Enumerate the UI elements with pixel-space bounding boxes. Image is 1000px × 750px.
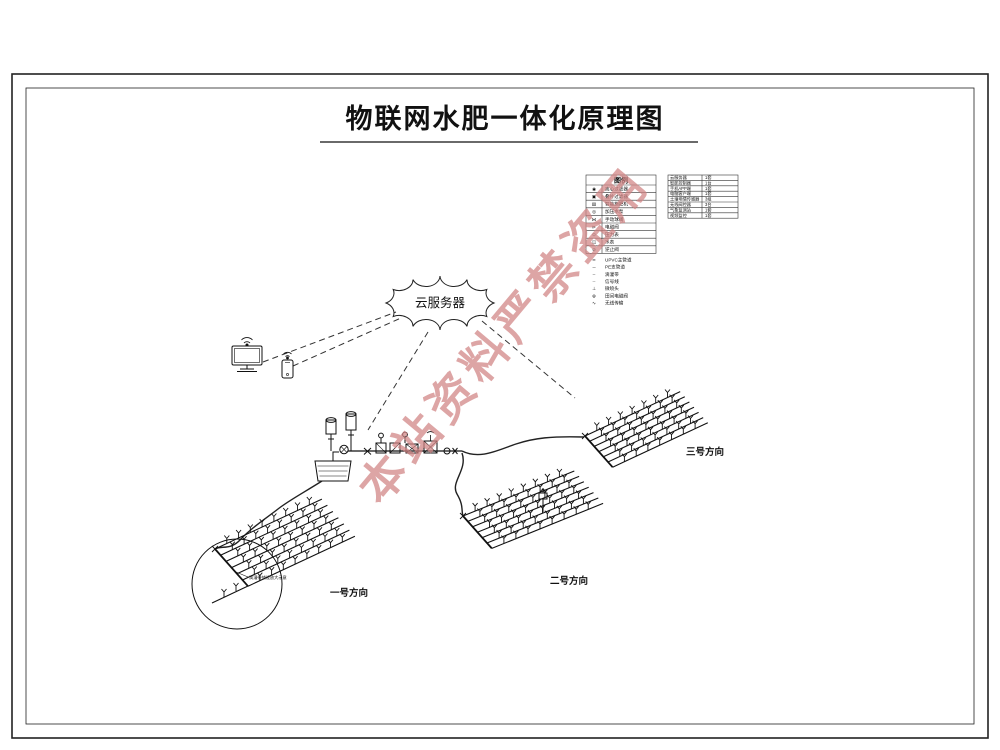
dashed-links: [262, 311, 576, 431]
legend-row-value: 1套: [705, 190, 712, 197]
legend-row-label: UPVC主管道: [605, 256, 632, 263]
pressure-gauge-icon: [378, 432, 384, 439]
cloud-label: 云服务器: [415, 295, 466, 310]
pump-icon: [339, 444, 349, 455]
phone-icon: [281, 351, 294, 379]
legend-row-label: 手动球阀: [605, 216, 624, 223]
legend-row-label: 视频监控: [670, 212, 688, 219]
legend-symbol: ─: [591, 265, 596, 270]
legend-row-label: PE支管道: [605, 264, 625, 271]
legend-row-label: 水表: [605, 239, 615, 246]
detail-note: 滴灌带铺设放大示意: [249, 574, 287, 581]
legend-symbol: ⊘: [592, 247, 596, 252]
monitor-icon: [231, 337, 263, 372]
field-label-3: 三号方向: [686, 446, 724, 458]
legend-symbol: ▤: [592, 202, 596, 207]
wifi-icon: [245, 343, 249, 347]
legend-row-label: 电磁阀: [605, 223, 619, 230]
legend-row-label: 离心过滤器: [605, 185, 628, 192]
legend-row-label: 微喷头: [605, 285, 619, 292]
legend-symbol: ∿: [592, 301, 596, 306]
legend-row-label: 加压水泵: [605, 208, 624, 215]
legend-row-label: 智能施肥机: [605, 201, 628, 208]
legend-row-label: 手机APP端: [670, 185, 691, 192]
legend-symbol: ⊳: [592, 224, 596, 229]
valve-icon: [363, 447, 372, 455]
drawing-title: 物联网水肥一体化原理图: [346, 104, 665, 134]
border-frame: [11, 73, 989, 739]
legend-symbol: ⊥: [592, 286, 596, 291]
legend-symbol: ⊕: [592, 293, 596, 298]
legend-symbol: ┈: [593, 279, 596, 284]
water-pool: [314, 460, 352, 482]
legend-row-value: 1套: [705, 174, 712, 181]
water-meter-icon: [443, 447, 451, 455]
legend-symbol: ▣: [592, 194, 596, 199]
irrigation-grid-3: [581, 389, 709, 468]
legend-row-label: 信号线: [605, 278, 619, 285]
field-label-1: 一号方向: [330, 587, 368, 599]
legend-symbol: ◎: [592, 209, 596, 214]
pressure-gauge-icon: [402, 431, 408, 438]
legend-row-label: 逆止阀: [605, 246, 619, 253]
legend-symbol: ◫: [592, 240, 596, 245]
legend-symbol: ━: [592, 257, 596, 262]
legend-row-label: 电脑客户端: [670, 190, 691, 197]
legend-row-label: 云服务器: [670, 174, 688, 181]
cloud-server: [384, 275, 496, 331]
legend-row-label: 叠片过滤器: [605, 193, 628, 200]
legend-row-value: 1套: [705, 206, 712, 213]
wifi-icon: [286, 356, 289, 360]
legend-row-label: 无线阀控器: [670, 201, 692, 208]
antenna-icon: [426, 431, 435, 434]
legend-row-label: 气象监测站: [670, 206, 691, 213]
legend-symbol: ⋈: [592, 217, 596, 222]
legend-title: 图例: [614, 176, 628, 185]
legend-row-label: 无线传输: [605, 300, 624, 307]
legend-row-label: 田间电磁阀: [605, 292, 628, 299]
filter-icon: [389, 442, 401, 454]
injector-unit: [405, 443, 419, 454]
detail-circle: [191, 538, 283, 630]
legend-row-value: 3台: [705, 201, 712, 208]
legend-symbol: ┄: [593, 272, 596, 277]
legend-row-label: 土壤墒情传感器: [670, 196, 700, 203]
legend-row-label: 智能控制器: [670, 179, 692, 186]
legend-tables: 图例 ◉ 离心过滤器 ▣ 叠片过滤器 ▤ 智能施肥机 ◎ 加压水泵 ⋈ 手动球阀 ⊳ 电磁阀 ⊙ 压力表 ◫ 水…: [585, 174, 739, 307]
irrigation-grid-1: [211, 496, 356, 604]
supply-pipes: [214, 436, 585, 550]
legend-row-value: 1台: [705, 179, 712, 186]
irrigation-grid-2: [459, 468, 604, 549]
legend-row-value: 1套: [705, 185, 712, 192]
legend-symbol: ◉: [592, 186, 596, 191]
field-label-2: 二号方向: [550, 575, 588, 587]
irrigation-fields: [211, 389, 709, 604]
legend-symbol: ⊙: [592, 232, 596, 237]
legend-row-value: 1套: [705, 212, 712, 219]
valve-icon: [452, 447, 458, 455]
legend-row-value: 3组: [705, 196, 712, 202]
legend-row-label: 压力表: [605, 231, 619, 238]
legend-row-label: 滴灌带: [605, 271, 619, 278]
cloud-shape: [384, 275, 496, 331]
headworks-equipment: [314, 411, 462, 482]
